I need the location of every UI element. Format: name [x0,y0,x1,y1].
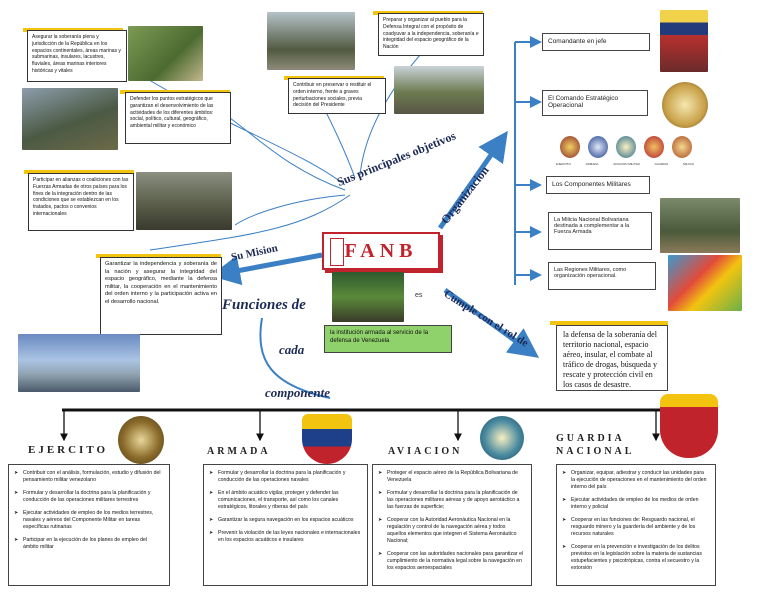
aircraft-photo [18,334,140,392]
list-item: Organizar, equipar, adiestrar y conducir… [562,470,709,491]
badge-label: GUARDIA [654,162,669,166]
boots-march-photo [136,172,232,230]
list-item: Ejecutar actividades de empleo de los me… [562,497,709,511]
comandante-portrait [660,10,708,72]
component-badges-row [560,136,692,168]
list-item: Proteger el espacio aéreo de la Repúblic… [378,470,525,484]
objective-box-5: Contribuir en preservar o restituir el o… [288,78,386,114]
objective-box-1: Asegurar la soberanía plena y jurisdicci… [27,30,127,82]
funciones-label-2: cada [279,342,305,357]
fanb-definition: la institución armada al servicio de la … [324,325,452,353]
org-item-ceo: El Comando Estratégico Operacional [542,90,648,116]
soldiers-field-photo [128,26,203,81]
list-item: Formular y desarrollar la doctrina para … [209,470,361,484]
accent-bar [24,170,134,174]
guardia-heading: GUARDIA NACIONAL [556,433,635,457]
list-item: Participar en la ejecución de los planes… [14,537,163,551]
objective-box-3: Participar en alianzas o coaliciones con… [28,173,134,231]
componente-label: componente [265,385,330,400]
component-badge-labels: EJERCITO ARMADA AVIACION MILITAR GUARDIA… [556,162,694,166]
rol-box: la defensa de la soberanía del territori… [556,325,668,391]
list-item: Cooperar con las autoridades nacionales … [378,551,525,572]
fanb-title-box: FANB [322,232,440,270]
org-item-comandante: Comandante en jefe [542,33,650,51]
badge-label: AVIACION MILITAR [613,162,640,166]
badge-label: EJERCITO [556,162,571,166]
ejercito-emblem [118,416,164,464]
list-item: Cooperar en las funciones de: Resguardo … [562,517,709,538]
objective-connectors [129,54,421,251]
milicia-photo [660,198,740,253]
rol-arrow [443,287,540,358]
aviacion-emblem [480,416,524,460]
ejercito-heading: EJERCITO [28,444,109,456]
org-item-componentes: Los Componentes Militares [546,176,650,194]
list-item: Ejecutar actividades de empleo de los me… [14,510,163,531]
vehicles-parade-photo [394,66,484,114]
guardia-emblem [660,394,718,458]
aviacion-functions: Proteger el espacio aéreo de la Repúblic… [372,464,532,586]
guardia-functions: Organizar, equipar, adiestrar y conducir… [556,464,716,586]
artillery-photo [22,88,118,150]
list-item: Formular y desarrollar la doctrina para … [14,490,163,504]
armada-functions: Formular y desarrollar la doctrina para … [203,464,368,586]
accent-bar [550,321,668,325]
armada-badge-icon [588,136,608,158]
list-item: Formular y desarrollar la doctrina para … [378,490,525,511]
list-item: Cooperar con la Autoridad Aeronáutica Na… [378,517,525,545]
es-label: es [415,292,423,299]
fanb-title: FANB [344,239,418,262]
milicia-badge-icon [672,136,692,158]
ejercito-functions: Contribuir con el análisis, formulación,… [8,464,170,586]
badge-label: MILICIA [683,162,694,166]
org-item-milicia: La Milicia Nacional Bolivariana destinad… [548,212,652,250]
objective-box-4: Preparar y organizar al pueblo para la D… [378,13,484,56]
list-item: Garantizar la segura navegación en los e… [209,517,361,524]
armada-emblem [302,414,352,464]
guardia-badge-icon [644,136,664,158]
objective-box-2: Defender los puntos estratégicos que gar… [125,92,231,144]
list-item: Prevenir la violación de las leyes nacio… [209,530,361,544]
org-item-regiones: Las Regiones Militares, como organizació… [548,262,656,290]
ejercito-badge-icon [560,136,580,158]
aviacion-heading: AVIACION [388,446,463,457]
aviacion-badge-icon [616,136,636,158]
regions-map [668,255,742,311]
parade-photo [267,12,355,70]
fanb-formation-photo [332,272,404,322]
list-item: Cooperar en la prevención e investigació… [562,544,709,572]
fanb-box-tab [330,238,344,266]
funciones-label-1: Funciones de [222,297,306,313]
armada-heading: ARMADA [207,446,271,457]
mision-arrow [210,252,323,286]
accent-bar [96,254,221,258]
list-item: Contribuir con el análisis, formulación,… [14,470,163,484]
ceo-emblem [662,82,708,128]
organizacion-arrow [437,130,508,230]
badge-label: ARMADA [585,162,599,166]
mission-box: Garantizar la independencia y soberanía … [100,257,222,335]
list-item: En el ámbito acuático vigilar, proteger … [209,490,361,511]
